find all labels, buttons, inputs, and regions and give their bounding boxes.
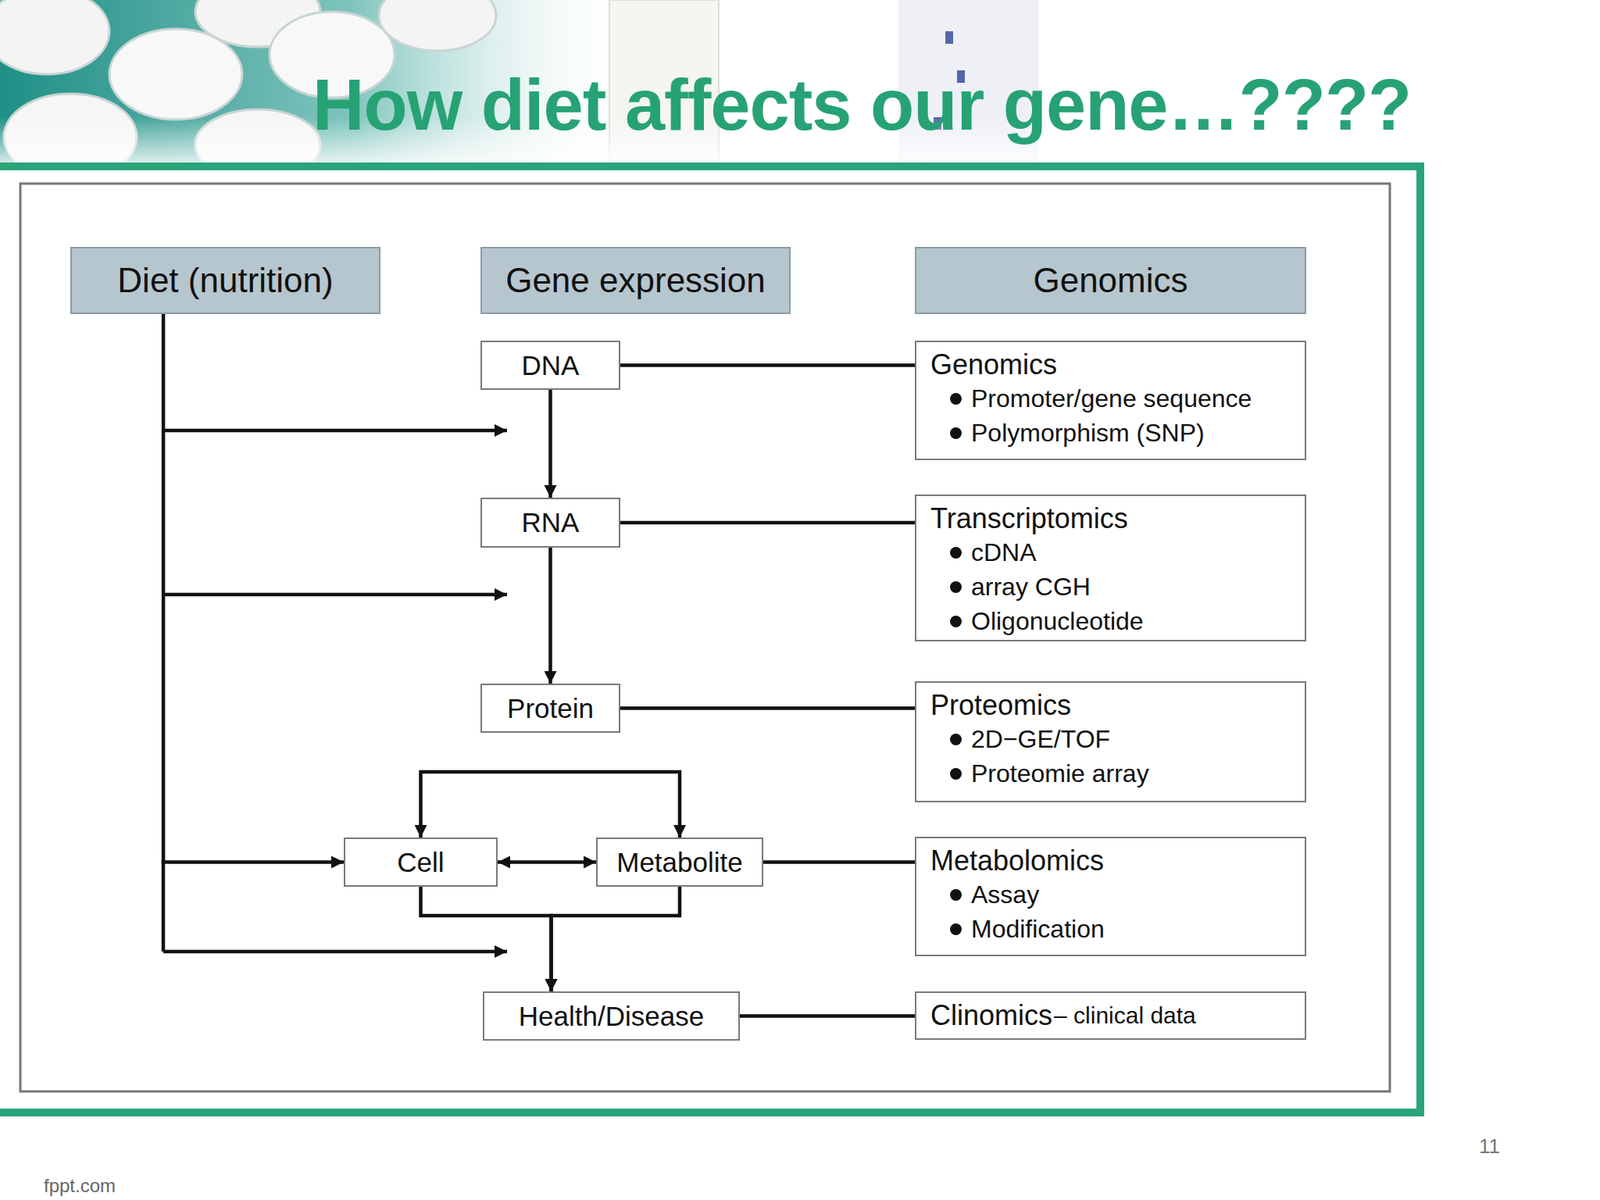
connector xyxy=(739,1014,915,1018)
box-label: Genomics xyxy=(1032,260,1188,300)
process-box: DNA xyxy=(480,340,621,390)
method-box: GenomicsPromoter/gene sequencePolymorphi… xyxy=(914,340,1307,461)
connector xyxy=(548,547,553,684)
pill xyxy=(0,0,110,75)
bullet-item: Oligonucleotide xyxy=(930,603,1294,639)
process-box: Cell xyxy=(343,837,498,887)
connector xyxy=(497,860,597,865)
diet-arrow xyxy=(163,950,508,954)
bullet-item: 2D−GE/TOF xyxy=(930,721,1294,757)
item-text: cDNA xyxy=(971,535,1037,570)
method-box: Proteomics2D−GE/TOFProteomie array xyxy=(914,681,1307,803)
bullet-item: Assay xyxy=(930,877,1294,912)
watermark: fppt.com xyxy=(43,1175,116,1197)
box-label: Diet (nutrition) xyxy=(117,260,333,300)
bullet-item: Proteomie array xyxy=(930,756,1294,791)
connector xyxy=(421,886,552,992)
box-note: – clinical data xyxy=(1053,1002,1197,1029)
bullet xyxy=(950,427,962,440)
item-text: Modification xyxy=(971,911,1105,947)
green-frame xyxy=(0,166,1421,1113)
connector xyxy=(763,860,915,865)
figure-border xyxy=(20,183,1390,1092)
box-heading: Proteomics xyxy=(930,689,1294,722)
item-text: Polymorphism (SNP) xyxy=(971,415,1205,450)
box-label: Health/Disease xyxy=(518,1000,704,1033)
connector xyxy=(620,363,915,368)
box-label: Gene expression xyxy=(505,260,766,300)
sheet-mark xyxy=(945,31,954,44)
column-header: Genomics xyxy=(914,246,1307,315)
process-box: Metabolite xyxy=(596,837,764,887)
connector xyxy=(620,706,915,711)
box-label: DNA xyxy=(521,350,580,382)
page-number: 11 xyxy=(1478,1134,1500,1159)
diet-arrow xyxy=(163,428,508,433)
process-box: Protein xyxy=(480,683,621,733)
method-box: MetabolomicsAssayModification xyxy=(914,836,1307,957)
slide-title: How diet affects our gene…???? xyxy=(312,68,1411,141)
diet-trunk xyxy=(161,859,166,952)
process-box: RNA xyxy=(480,497,621,548)
bullet-item: Polymorphism (SNP) xyxy=(930,415,1294,450)
bullet xyxy=(950,546,962,559)
item-text: 2D−GE/TOF xyxy=(971,721,1111,757)
column-header: Gene expression xyxy=(480,246,791,315)
pill xyxy=(109,28,243,120)
bullet-item: cDNA xyxy=(930,535,1294,570)
column-header: Diet (nutrition) xyxy=(70,246,381,315)
box-label: Protein xyxy=(507,692,594,725)
diet-arrow xyxy=(163,592,508,597)
item-text: Oligonucleotide xyxy=(971,603,1144,639)
bullet xyxy=(950,581,962,593)
connector xyxy=(551,886,681,992)
pill xyxy=(378,0,497,51)
connector xyxy=(163,314,344,863)
method-box: Clinomics– clinical data xyxy=(914,991,1307,1040)
box-heading: Transcriptomics xyxy=(930,502,1294,536)
item-text: Assay xyxy=(971,877,1040,912)
bullet xyxy=(950,767,962,780)
bullet-item: Modification xyxy=(930,911,1294,947)
connector xyxy=(421,771,681,838)
bullet xyxy=(950,733,962,746)
method-box: TranscriptomicscDNAarray CGHOligonucleot… xyxy=(914,494,1307,642)
box-label: Cell xyxy=(396,846,444,879)
bullet-item: Promoter/gene sequence xyxy=(930,381,1294,416)
bullet-item: array CGH xyxy=(930,569,1294,604)
bullet xyxy=(950,923,962,936)
item-text: Proteomie array xyxy=(971,756,1150,791)
box-heading: Metabolomics xyxy=(930,844,1294,878)
process-box: Health/Disease xyxy=(482,991,740,1041)
box-label: Metabolite xyxy=(616,846,743,879)
connector xyxy=(620,521,915,525)
bullet xyxy=(950,615,962,628)
item-text: Promoter/gene sequence xyxy=(971,381,1252,416)
box-label: RNA xyxy=(521,507,580,539)
connector xyxy=(548,389,553,498)
item-text: array CGH xyxy=(971,569,1091,604)
box-heading: Clinomics xyxy=(930,999,1053,1033)
bullet xyxy=(950,889,962,901)
box-heading: Genomics xyxy=(930,348,1294,382)
bullet xyxy=(950,392,962,405)
